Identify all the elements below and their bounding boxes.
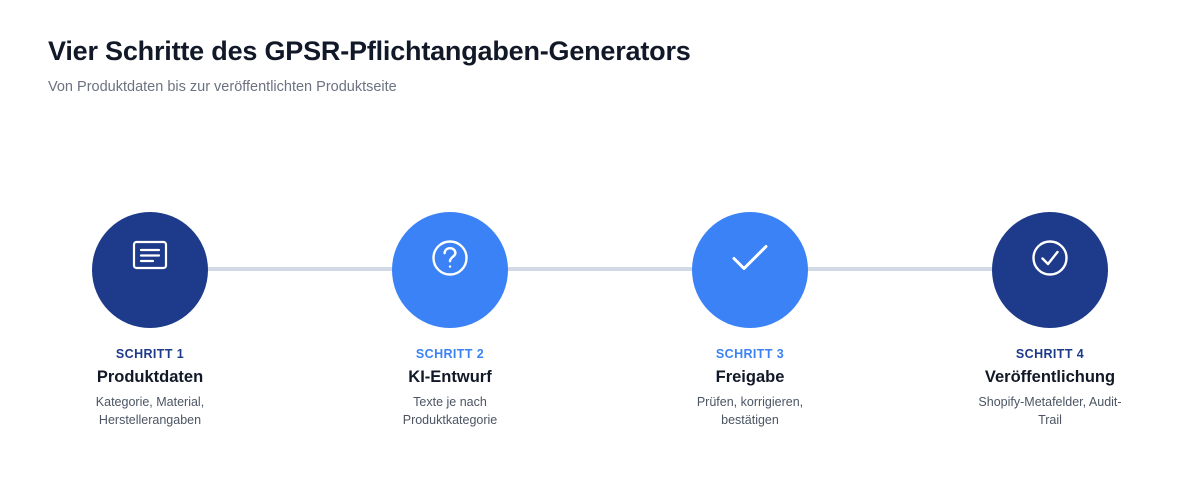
process-connector-line (150, 267, 1050, 271)
step-3-title: Freigabe (715, 368, 785, 386)
step-4: SCHRITT 4 Veröffentlichung Shopify-Metaf… (930, 212, 1170, 429)
step-2: SCHRITT 2 KI-Entwurf Texte je nach Produ… (330, 212, 570, 429)
page-title: Vier Schritte des GPSR-Pflichtangaben-Ge… (48, 36, 691, 66)
step-1-circle (92, 212, 208, 328)
step-3-description: Prüfen, korrigieren, bestätigen (696, 395, 804, 427)
step-1-title: Produktdaten (96, 368, 204, 386)
document-list-icon (132, 240, 168, 270)
step-4-description: Shopify-Metafelder, Audit-Trail (978, 395, 1122, 427)
question-circle-icon (432, 240, 468, 276)
step-2-circle (392, 212, 508, 328)
check-circle-icon (1032, 240, 1068, 276)
step-4-number: SCHRITT 4 (1015, 347, 1085, 361)
step-3-number: SCHRITT 3 (715, 347, 785, 361)
step-1-number: SCHRITT 1 (115, 347, 185, 361)
checkmark-icon (732, 245, 768, 270)
step-4-title: Veröffentlichung (984, 368, 1116, 386)
page-subtitle: Von Produktdaten bis zur veröffentlichte… (48, 79, 397, 95)
step-2-title: KI-Entwurf (408, 368, 492, 386)
step-3: SCHRITT 3 Freigabe Prüfen, korrigieren, … (630, 212, 870, 429)
step-2-number: SCHRITT 2 (415, 347, 485, 361)
step-4-circle (992, 212, 1108, 328)
step-1-description: Kategorie, Material, Herstellerangaben (95, 395, 205, 427)
step-2-description: Texte je nach Produktkategorie (402, 395, 498, 427)
step-3-circle (692, 212, 808, 328)
step-1: SCHRITT 1 Produktdaten Kategorie, Materi… (30, 212, 270, 429)
